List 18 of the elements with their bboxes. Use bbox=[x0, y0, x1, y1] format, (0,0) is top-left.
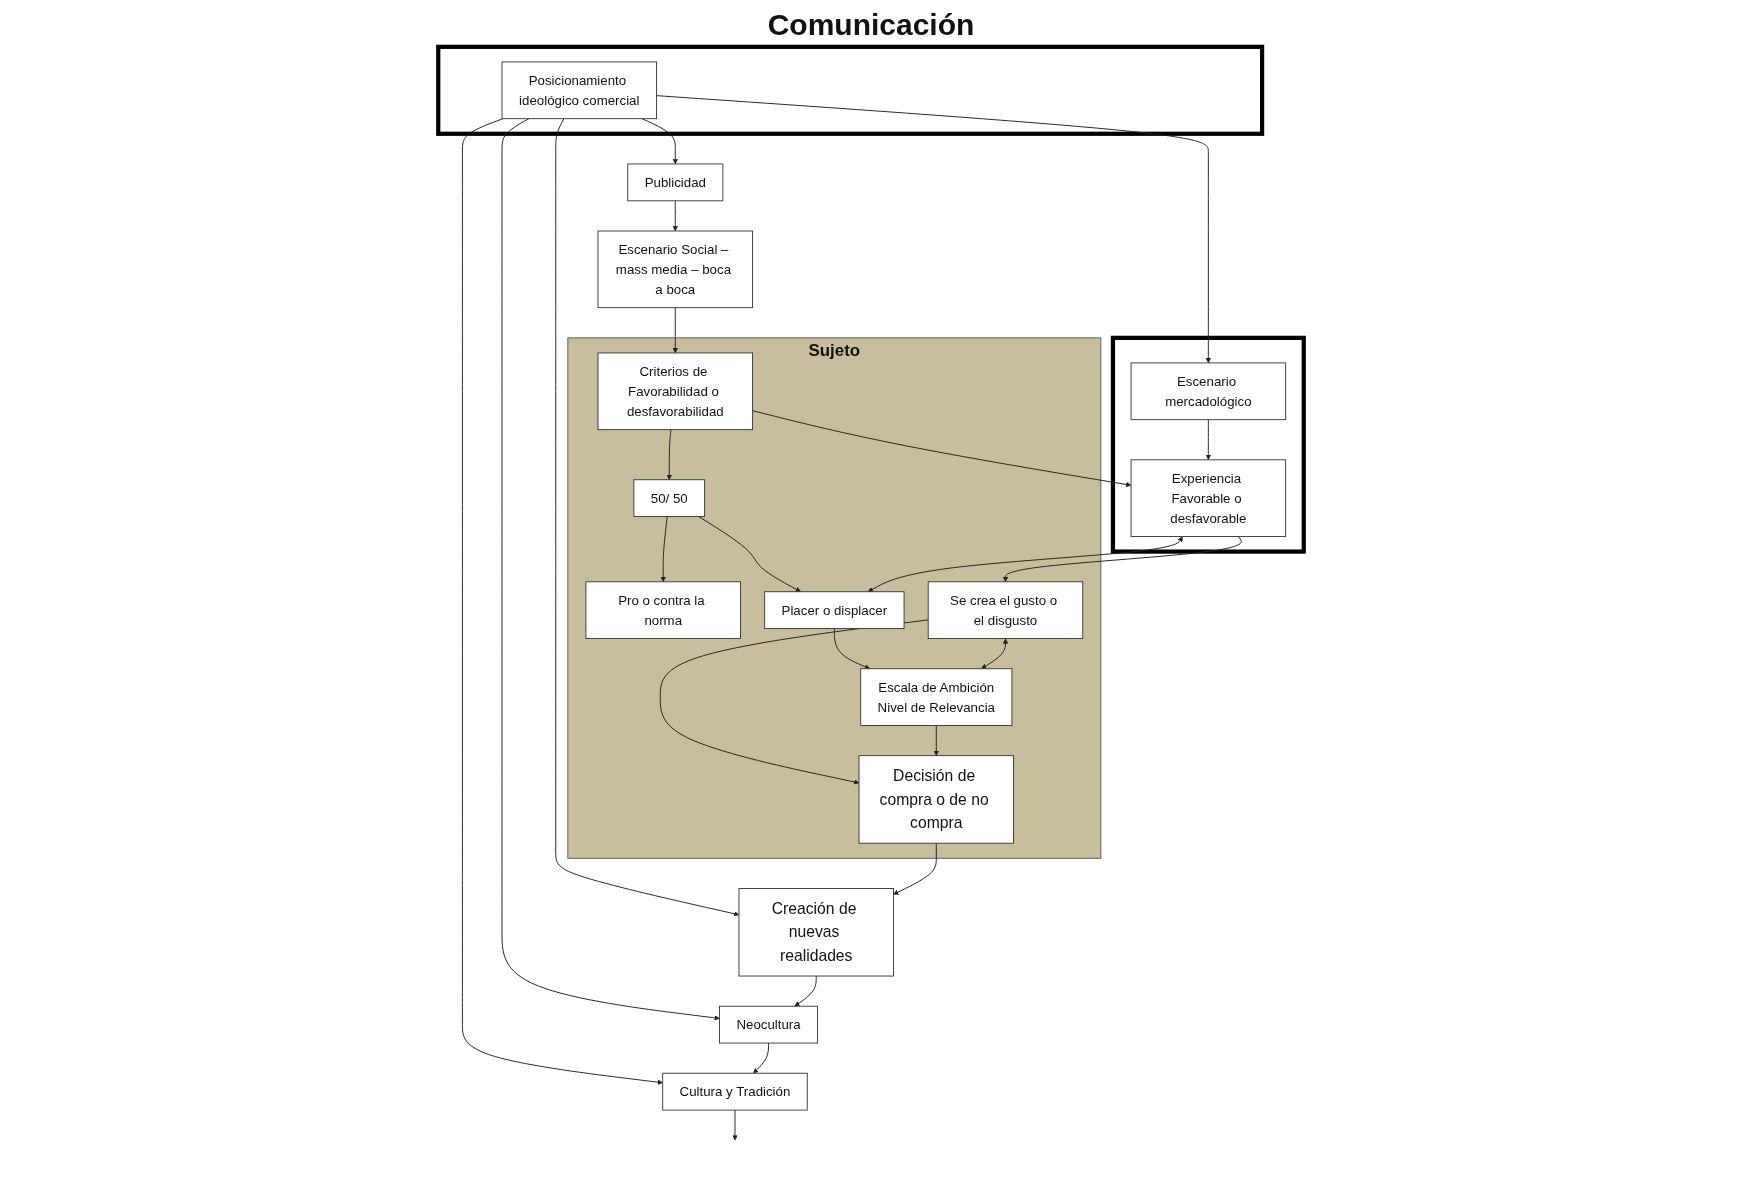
node-box: Escala de Ambición Nivel de Relevancia bbox=[860, 668, 1013, 726]
node-box: Pro o contra la norma bbox=[585, 581, 741, 639]
node-box: 50/ 50 bbox=[633, 479, 706, 518]
node-box: Publicidad bbox=[627, 163, 724, 202]
node-box: Escenario mercadológico bbox=[1130, 362, 1287, 421]
node-box: Se crea el gusto o el disgusto bbox=[927, 581, 1084, 639]
node-box: Neocultura bbox=[719, 1005, 818, 1044]
section-heading: Comunicación bbox=[767, 8, 975, 42]
node-box: Criterios de Favorabilidad o desfavorabilidad bbox=[597, 352, 754, 431]
node-box: Cultura y Tradición bbox=[662, 1072, 808, 1111]
cluster bbox=[436, 44, 1265, 136]
node-box: Creación de nuevas realidades bbox=[738, 888, 894, 977]
node-box: Escenario Social – mass media – boca a boca bbox=[597, 230, 754, 309]
cluster bbox=[1110, 335, 1306, 554]
node-box: Posicionamiento ideológico comercial bbox=[501, 61, 658, 120]
node-box: Decisión de compra o de no compra bbox=[858, 755, 1015, 844]
node-box: Experiencia Favorable o desfavorable bbox=[1130, 459, 1287, 537]
node-box: Placer o displacer bbox=[764, 591, 905, 630]
